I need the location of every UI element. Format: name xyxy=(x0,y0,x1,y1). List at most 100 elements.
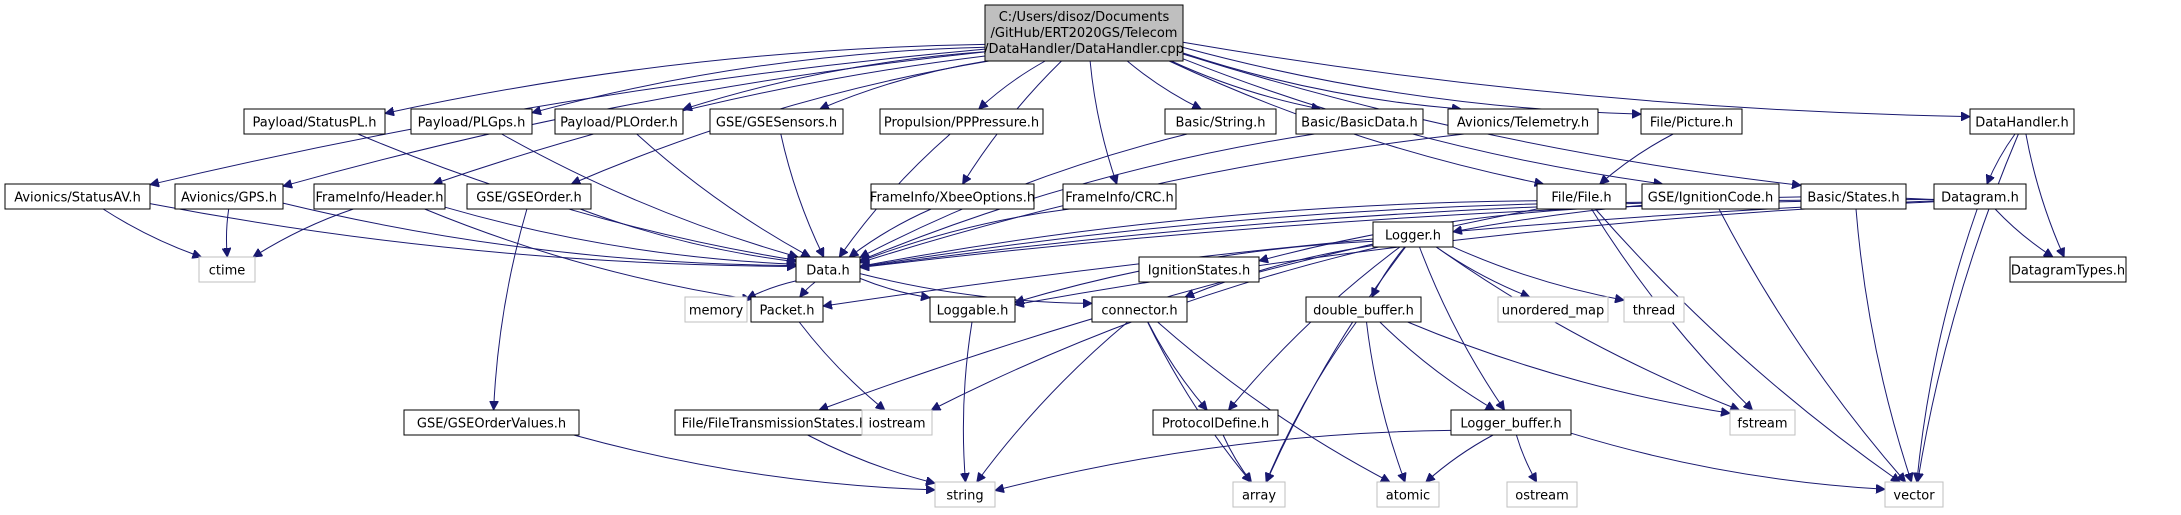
node-label: GSE/IgnitionCode.h xyxy=(1648,191,1773,206)
edge-root-to-avionics_gps xyxy=(283,51,986,186)
node-label: Avionics/Telemetry.h xyxy=(1457,116,1589,131)
edge-gse_gseorder-to-gse_gseordervalues xyxy=(494,208,528,410)
node-avionics-telemetry[interactable]: Avionics/Telemetry.h xyxy=(1447,108,1599,135)
edge-protocoldefine-to-array xyxy=(1222,434,1251,482)
node-box xyxy=(313,183,446,210)
node-root[interactable]: C:/Users/disoz/Documents/GitHub/ERT2020G… xyxy=(984,4,1184,62)
edge-root-to-basic_basicdata xyxy=(1170,60,1320,109)
node-file-filetransmissionstates[interactable]: File/FileTransmissionStates.h xyxy=(674,409,875,436)
edge-root-to-frameinfo_header xyxy=(433,55,986,184)
node-label: Packet.h xyxy=(760,304,815,319)
node-frameinfo-header[interactable]: FrameInfo/Header.h xyxy=(313,183,446,210)
node-packet-h[interactable]: Packet.h xyxy=(750,296,824,323)
node-gse-gsesensors[interactable]: GSE/GSESensors.h xyxy=(709,108,844,135)
node-avionics-statusav[interactable]: Avionics/StatusAV.h xyxy=(4,183,151,210)
node-basic-basicdata[interactable]: Basic/BasicData.h xyxy=(1295,108,1424,135)
edge-datahandler_h-to-vector xyxy=(1918,133,2019,482)
node-datagram-h[interactable]: Datagram.h xyxy=(1933,183,2027,210)
node-datahandler-h[interactable]: DataHandler.h xyxy=(1969,108,2075,135)
node-loggable-h[interactable]: Loggable.h xyxy=(929,296,1016,323)
node-box xyxy=(1800,183,1907,210)
node-payload-plgps[interactable]: Payload/PLGps.h xyxy=(410,108,533,135)
node-basic-string[interactable]: Basic/String.h xyxy=(1164,108,1277,135)
node-box xyxy=(750,296,824,323)
node-frameinfo-crc[interactable]: FrameInfo/CRC.h xyxy=(1062,183,1177,210)
node-label: Basic/BasicData.h xyxy=(1301,116,1418,131)
edge-logger_buffer-to-atomic xyxy=(1426,434,1494,482)
edge-basic_states-to-vector xyxy=(1855,208,1912,482)
node-box xyxy=(879,108,1044,135)
node-box xyxy=(1062,183,1177,210)
node-box xyxy=(1091,296,1188,323)
edge-gse_gsesensors-to-data_h xyxy=(780,133,824,257)
node-label: Data.h xyxy=(806,264,849,279)
node-label: Payload/PLOrder.h xyxy=(560,116,678,131)
edge-root-to-datahandler_h xyxy=(1182,41,1970,116)
edge-datagram_h-to-packet_h xyxy=(823,200,1935,306)
node-box xyxy=(1933,183,2027,210)
edge-frameinfo_header-to-packet_h xyxy=(424,208,751,300)
node-box xyxy=(870,183,1035,210)
edge-root-to-propulsion_pppressure xyxy=(979,60,1046,109)
edge-connector_h-to-protocoldefine xyxy=(1147,321,1207,410)
node-label: string xyxy=(946,489,983,504)
node-label: Avionics/StatusAV.h xyxy=(14,191,141,206)
node-label: fstream xyxy=(1737,417,1787,432)
node-connector-h[interactable]: connector.h xyxy=(1091,296,1188,323)
edge-avionics_statusav-to-ctime xyxy=(102,208,201,257)
edge-root-to-basic_string xyxy=(1126,60,1201,109)
node-box xyxy=(795,256,861,283)
node-data-h[interactable]: Data.h xyxy=(795,256,861,283)
node-box xyxy=(1497,296,1609,323)
edge-logger_h-to-connector_h xyxy=(1185,245,1374,298)
node-label: array xyxy=(1242,489,1276,504)
node-box xyxy=(861,409,933,436)
node-label: GSE/GSEOrderValues.h xyxy=(417,417,566,432)
edge-root-to-gse_ignitioncode xyxy=(1182,58,1663,184)
node-label: memory xyxy=(689,304,744,319)
edge-file_filetransmissionstates-to-string xyxy=(807,434,935,483)
edge-logger_buffer-to-string xyxy=(995,429,1452,490)
node-box xyxy=(1447,108,1599,135)
edge-root-to-avionics_telemetry xyxy=(1182,52,1461,109)
node-label: FrameInfo/CRC.h xyxy=(1065,191,1173,206)
node-file-file[interactable]: File/File.h xyxy=(1536,183,1627,210)
node-gse-gseordervalues[interactable]: GSE/GSEOrderValues.h xyxy=(403,409,580,436)
edge-avionics_statusav-to-data_h xyxy=(149,203,796,267)
node-thread: thread xyxy=(1623,296,1685,323)
node-payload-statuspl[interactable]: Payload/StatusPL.h xyxy=(243,108,386,135)
node-box xyxy=(198,256,256,283)
node-gse-gseorder[interactable]: GSE/GSEOrder.h xyxy=(466,183,592,210)
node-file-picture[interactable]: File/Picture.h xyxy=(1640,108,1743,135)
node-frameinfo-xbeeoptions[interactable]: FrameInfo/XbeeOptions.h xyxy=(870,183,1035,210)
node-label: atomic xyxy=(1386,489,1430,504)
node-propulsion-pppressure[interactable]: Propulsion/PPPressure.h xyxy=(879,108,1044,135)
edge-connector_h-to-atomic xyxy=(1157,321,1390,482)
node-logger-buffer[interactable]: Logger_buffer.h xyxy=(1450,409,1572,436)
node-box xyxy=(1536,183,1627,210)
node-label: FrameInfo/Header.h xyxy=(315,191,443,206)
node-gse-ignitioncode[interactable]: GSE/IgnitionCode.h xyxy=(1641,183,1780,210)
node-array: array xyxy=(1232,481,1286,508)
node-label: unordered_map xyxy=(1502,304,1605,319)
node-avionics-gps[interactable]: Avionics/GPS.h xyxy=(174,183,284,210)
node-datagramtypes[interactable]: DatagramTypes.h xyxy=(2009,256,2127,283)
node-label: Logger_buffer.h xyxy=(1460,417,1561,432)
edge-data_h-to-loggable_h xyxy=(859,277,930,297)
node-basic-states[interactable]: Basic/States.h xyxy=(1800,183,1907,210)
node-label: Basic/States.h xyxy=(1807,191,1899,206)
node-ignitionstates[interactable]: IgnitionStates.h xyxy=(1138,256,1260,283)
edge-data_h-to-connector_h xyxy=(859,273,1092,304)
node-box xyxy=(403,409,580,436)
node-protocoldefine[interactable]: ProtocolDefine.h xyxy=(1152,409,1279,436)
edge-file_file-to-data_h xyxy=(860,200,1538,267)
edge-data_h-to-memory xyxy=(747,280,797,299)
node-box xyxy=(1372,221,1454,248)
edge-double_buffer-to-logger_buffer xyxy=(1379,321,1495,410)
edge-logger_h-to-double_buffer xyxy=(1372,246,1406,297)
node-logger-h[interactable]: Logger.h xyxy=(1372,221,1454,248)
node-payload-plorder[interactable]: Payload/PLOrder.h xyxy=(554,108,684,135)
node-double-buffer[interactable]: double_buffer.h xyxy=(1305,296,1422,323)
edge-double_buffer-to-fstream xyxy=(1407,321,1730,413)
